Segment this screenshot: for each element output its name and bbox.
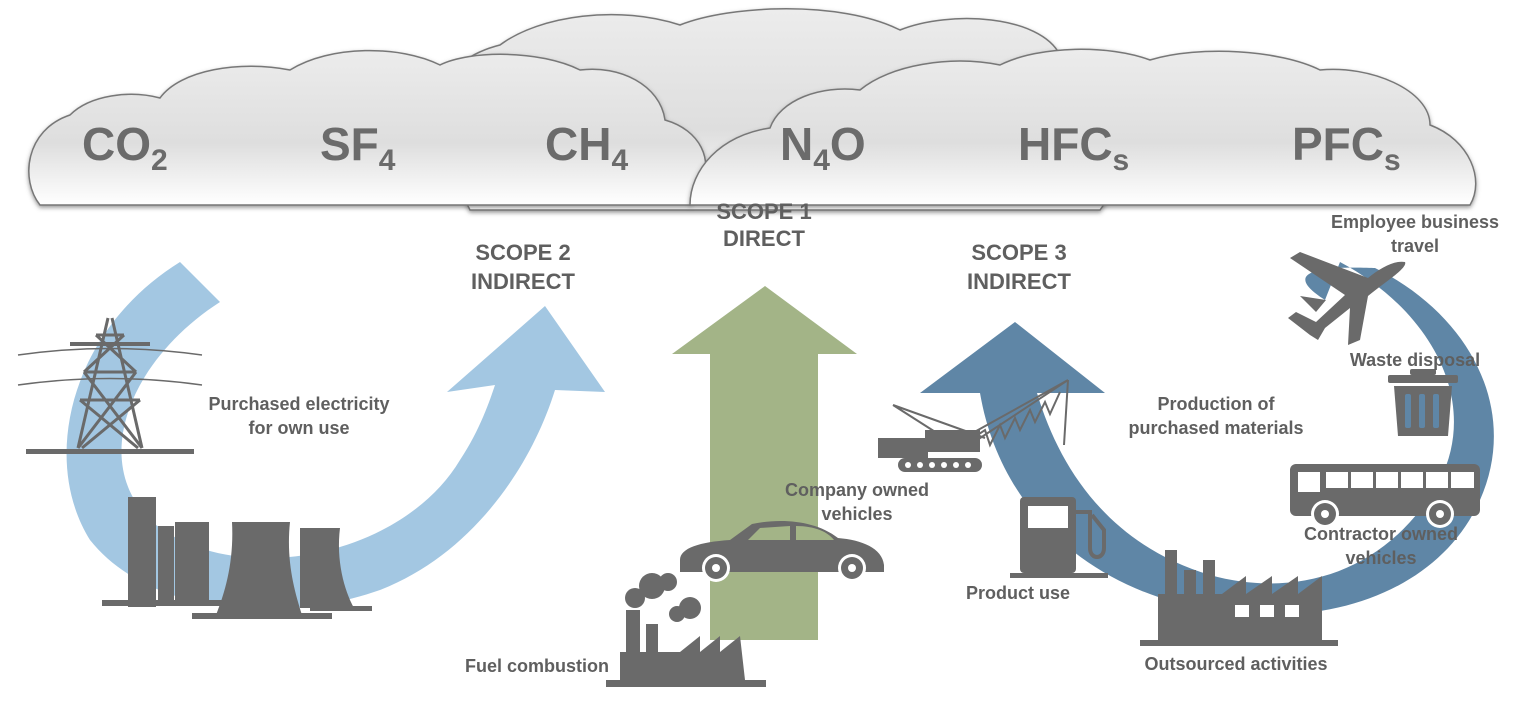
scope2-subtitle: INDIRECT xyxy=(471,269,575,294)
gas-label-hfcs: HFCs xyxy=(1018,118,1129,177)
gas-labels: CO2 SF4 CH4 N4O HFCs PFCs xyxy=(82,118,1401,177)
crane-icon xyxy=(878,379,1069,472)
factory-icon-outsourced xyxy=(1140,550,1338,646)
gas-label-co2: CO2 xyxy=(82,118,168,177)
label-product-use: Product use xyxy=(966,583,1070,603)
airplane-icon xyxy=(1288,252,1406,345)
power-pylon-icon xyxy=(17,317,203,454)
scope2-arrow xyxy=(66,262,605,610)
label-purchased-electricity-line1: Purchased electricity xyxy=(208,394,389,414)
scope3-subtitle: INDIRECT xyxy=(967,269,1071,294)
scope3-title: SCOPE 3 xyxy=(971,240,1066,265)
gas-label-ch4: CH4 xyxy=(545,118,628,177)
cloud-left xyxy=(28,49,707,206)
label-production-materials-line1: Production of xyxy=(1158,394,1276,414)
label-contractor-vehicles-line1: Contractor owned xyxy=(1304,524,1458,544)
label-company-vehicles-line2: vehicles xyxy=(821,504,892,524)
scope1-title: SCOPE 1 xyxy=(716,199,811,224)
label-company-vehicles-line1: Company owned xyxy=(785,480,929,500)
label-contractor-vehicles-line2: vehicles xyxy=(1345,548,1416,568)
gas-label-pfcs: PFCs xyxy=(1292,118,1401,177)
gas-label-n4o: N4O xyxy=(780,118,866,177)
power-plant-icon xyxy=(102,497,372,619)
label-purchased-electricity-line2: for own use xyxy=(248,418,349,438)
factory-icon-fuel-combustion xyxy=(606,573,766,687)
cloud-right xyxy=(689,48,1477,206)
car-icon xyxy=(680,520,884,582)
fuel-pump-icon xyxy=(1010,497,1108,578)
label-employee-travel-line2: travel xyxy=(1391,236,1439,256)
scope1-arrow xyxy=(672,286,857,640)
gas-label-sf4: SF4 xyxy=(320,118,396,177)
activity-labels: Purchased electricity for own use Compan… xyxy=(208,212,1499,676)
bus-icon xyxy=(1290,464,1480,528)
cloud-group xyxy=(28,8,1477,211)
label-employee-travel-line1: Employee business xyxy=(1331,212,1499,232)
scope2-title: SCOPE 2 xyxy=(475,240,570,265)
label-outsourced-activities: Outsourced activities xyxy=(1144,654,1327,674)
label-production-materials-line2: purchased materials xyxy=(1128,418,1303,438)
label-fuel-combustion: Fuel combustion xyxy=(465,656,609,676)
label-waste-disposal: Waste disposal xyxy=(1350,350,1480,370)
scope1-subtitle: DIRECT xyxy=(723,226,805,251)
trash-bin-icon xyxy=(1388,369,1458,436)
